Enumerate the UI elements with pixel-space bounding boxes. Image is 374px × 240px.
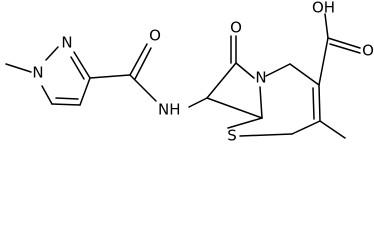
- bond-n1-n2: [45, 46, 59, 61]
- bond-carbonyl-o: [129, 43, 148, 76]
- atom-nh-amide: NH: [158, 101, 181, 119]
- bond-n-c6: [259, 86, 263, 119]
- bond-methyl-n1: [5, 63, 32, 73]
- bond-c5-c4: [51, 103, 81, 106]
- bond-c8-n: [235, 62, 255, 79]
- bond-ch2-s: [239, 133, 293, 137]
- bond-carbonyl-o-double: [134, 47, 152, 80]
- bond-c3-c4: [318, 84, 321, 122]
- bond-c4-methyl: [319, 120, 346, 139]
- bond-c3-carbonyl: [89, 74, 131, 79]
- bond-n-c2: [265, 63, 291, 77]
- bond-cooh-o: [327, 37, 361, 49]
- atom-s-ring: S: [227, 127, 237, 145]
- bond-c6-c7: [206, 97, 263, 119]
- atom-n-methyl: N: [32, 64, 43, 82]
- bond-c3-c4-inner: [312, 87, 315, 120]
- atom-n-lactam: N: [255, 69, 266, 87]
- bond-c2-c3: [289, 63, 320, 86]
- atom-o-acid: O: [362, 42, 374, 60]
- atom-cooh-oh: OH: [312, 0, 335, 17]
- bond-cooh-oh: [324, 13, 329, 39]
- bond-c3-n2-inner: [70, 56, 85, 80]
- bond-c5-c4-inner: [55, 97, 79, 100]
- atom-n-ring: N: [61, 34, 72, 52]
- atom-o-lactam: O: [230, 19, 242, 37]
- bond-c7-c8: [206, 62, 237, 99]
- atom-o-amide: O: [149, 27, 161, 45]
- bond-carbonyl-nh: [129, 74, 157, 102]
- bond-c4-c3: [79, 77, 91, 106]
- bond-n1-c5: [41, 85, 53, 105]
- bond-s-c6: [227, 117, 263, 129]
- bond-nh-c7: [188, 97, 208, 108]
- bond-c4-ch2: [291, 120, 321, 135]
- molecule-structure: N N O NH O N OH O S: [5, 0, 374, 145]
- bond-c3-cooh: [318, 37, 329, 86]
- bond-c3-n2: [73, 51, 91, 79]
- bond-lines: [5, 13, 361, 139]
- atom-labels: N N O NH O N OH O S: [32, 0, 374, 145]
- bond-cooh-o-double: [329, 43, 361, 54]
